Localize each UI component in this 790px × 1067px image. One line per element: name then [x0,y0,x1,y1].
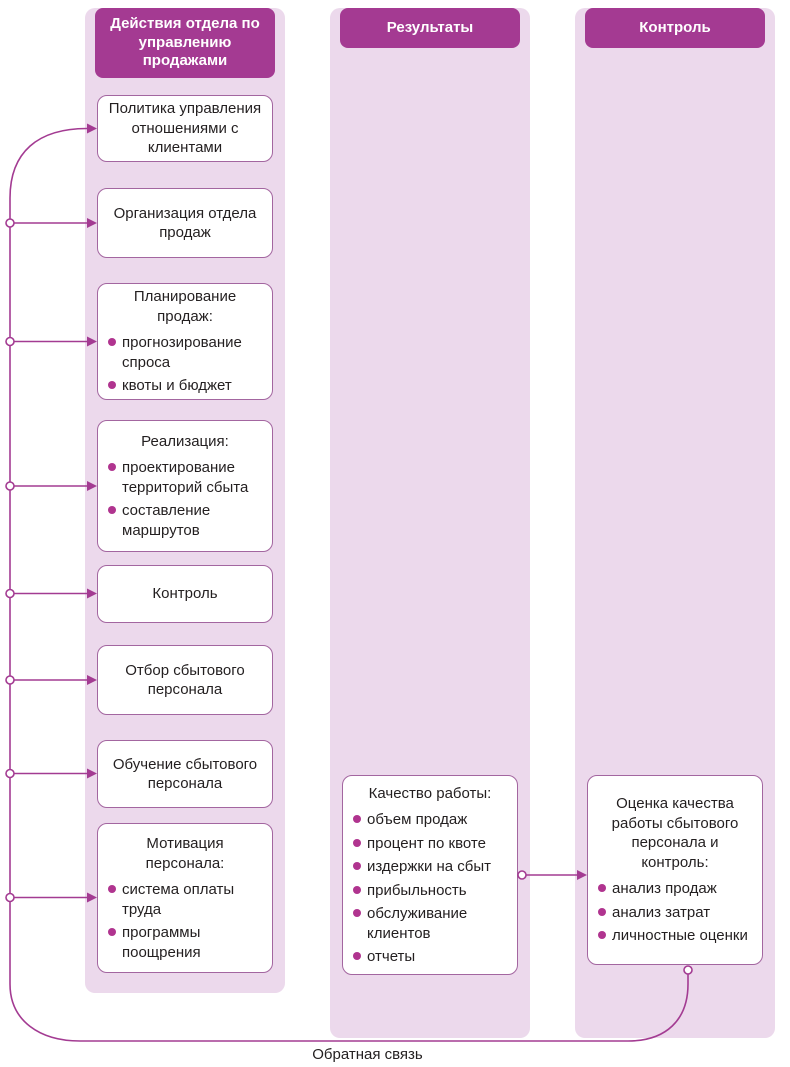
column-control: Контроль Оценка качества работы сбытовог… [575,8,775,1038]
junction-dot-icon [5,481,15,491]
bullet-text: система оплаты труда [122,881,235,918]
box-title: Контроль [152,585,218,603]
box-control: Контроль [97,565,273,623]
bullet-dot-icon [108,381,116,390]
box-implementation: Реализация: проектирование территорий сб… [97,420,273,552]
box-title: Качество работы: [368,784,492,802]
junction-dot-icon [5,218,15,228]
bullet-dot-icon [598,931,606,940]
bullet-text: прогнозирование спроса [122,334,242,371]
box-title: Отбор сбытового персонала [125,661,245,699]
bullet-text: прибыльность [367,881,467,899]
bullet-dot-icon [353,952,361,960]
column-results: Результаты Качество работы: объем продаж… [330,8,530,1038]
bullet-list: объем продаж процент по квоте издержки н… [353,806,507,967]
bullet-item: составление маршрутов [108,501,262,540]
bullet-item: анализ продаж [598,879,752,899]
junction-dot-icon [5,336,15,347]
box-title: Оценка качества работы сбытового персона… [611,795,739,871]
bullet-item: обслуживание клиентов [353,904,507,943]
bullet-dot-icon [598,884,606,893]
bullet-item: отчеты [353,947,507,967]
box-quality-assessment: Оценка качества работы сбытового персона… [587,775,763,965]
bullet-item: анализ затрат [598,903,752,923]
bullet-text: квоты и бюджет [122,377,232,395]
feedback-label: Обратная связь [312,1046,423,1063]
column-actions: Действия отдела по управлению продажами … [85,8,285,993]
bullet-item: прогнозирование спроса [108,333,262,372]
box-title: Планирование продаж: [133,288,237,325]
bullet-item: квоты и бюджет [108,376,262,396]
box-crm-policy: Политика управления отношениями с клиент… [97,95,273,162]
bullet-item: проектирование территорий сбыта [108,458,262,497]
bullet-dot-icon [108,885,116,893]
bullet-item: издержки на сбыт [353,857,507,877]
junction-dot-icon [5,892,15,903]
box-title: Организация отдела продаж [113,204,257,242]
bullet-item: прибыльность [353,881,507,901]
column-header-results: Результаты [340,8,520,48]
bullet-dot-icon [108,506,116,515]
bullet-text: анализ затрат [612,903,711,921]
bullet-list: проектирование территорий сбыта составле… [108,454,262,540]
box-staff-motivation: Мотивация персонала: система оплаты труд… [97,823,273,973]
bullet-text: составление маршрутов [122,502,211,539]
box-title: Реализация: [141,432,229,450]
bullet-item: программы поощрения [108,923,262,962]
box-staff-selection: Отбор сбытового персонала [97,645,273,715]
bullet-item: система оплаты труда [108,880,262,919]
bullet-text: объем продаж [367,811,468,828]
bullet-item: личностные оценки [598,926,752,946]
bullet-dot-icon [108,463,116,472]
column-header-control: Контроль [585,8,765,48]
bullet-dot-icon [353,885,361,894]
box-title: Мотивация персонала: [145,835,225,872]
bullet-list: анализ продаж анализ затрат личностные о… [598,875,752,946]
box-work-quality: Качество работы: объем продаж процент по… [342,775,518,975]
column-header-actions: Действия отдела по управлению продажами [95,8,275,78]
bullet-text: личностные оценки [612,927,748,945]
bullet-dot-icon [108,338,116,347]
bullet-item: процент по квоте [353,834,507,854]
bullet-text: программы поощрения [122,924,201,961]
bullet-list: система оплаты труда программы поощрения [108,876,262,962]
box-sales-planning: Планирование продаж: прогнозирование спр… [97,283,273,400]
bullet-dot-icon [353,815,361,823]
bullet-dot-icon [108,928,116,936]
bullet-item: объем продаж [353,810,507,830]
branch-lines [14,222,87,899]
junction-dot-icon [5,768,15,779]
bullet-dot-icon [353,838,361,847]
bullet-dot-icon [353,862,361,870]
junction-dot-icon [5,588,15,599]
bullet-list: прогнозирование спроса квоты и бюджет [108,329,262,396]
bullet-text: процент по квоте [367,834,486,852]
box-staff-training: Обучение сбытового персонала [97,740,273,808]
box-title: Политика управления отношениями с клиент… [108,100,262,157]
box-title: Обучение сбытового персонала [112,755,258,793]
bullet-text: отчеты [367,948,416,965]
junction-dot-icon [5,675,15,685]
box-sales-org: Организация отдела продаж [97,188,273,258]
bullet-text: обслуживание клиентов [367,905,468,942]
bullet-text: анализ продаж [612,880,717,898]
bullet-text: проектирование территорий сбыта [122,459,249,496]
bullet-text: издержки на сбыт [367,858,492,875]
bullet-dot-icon [598,907,606,916]
bullet-dot-icon [353,909,361,917]
